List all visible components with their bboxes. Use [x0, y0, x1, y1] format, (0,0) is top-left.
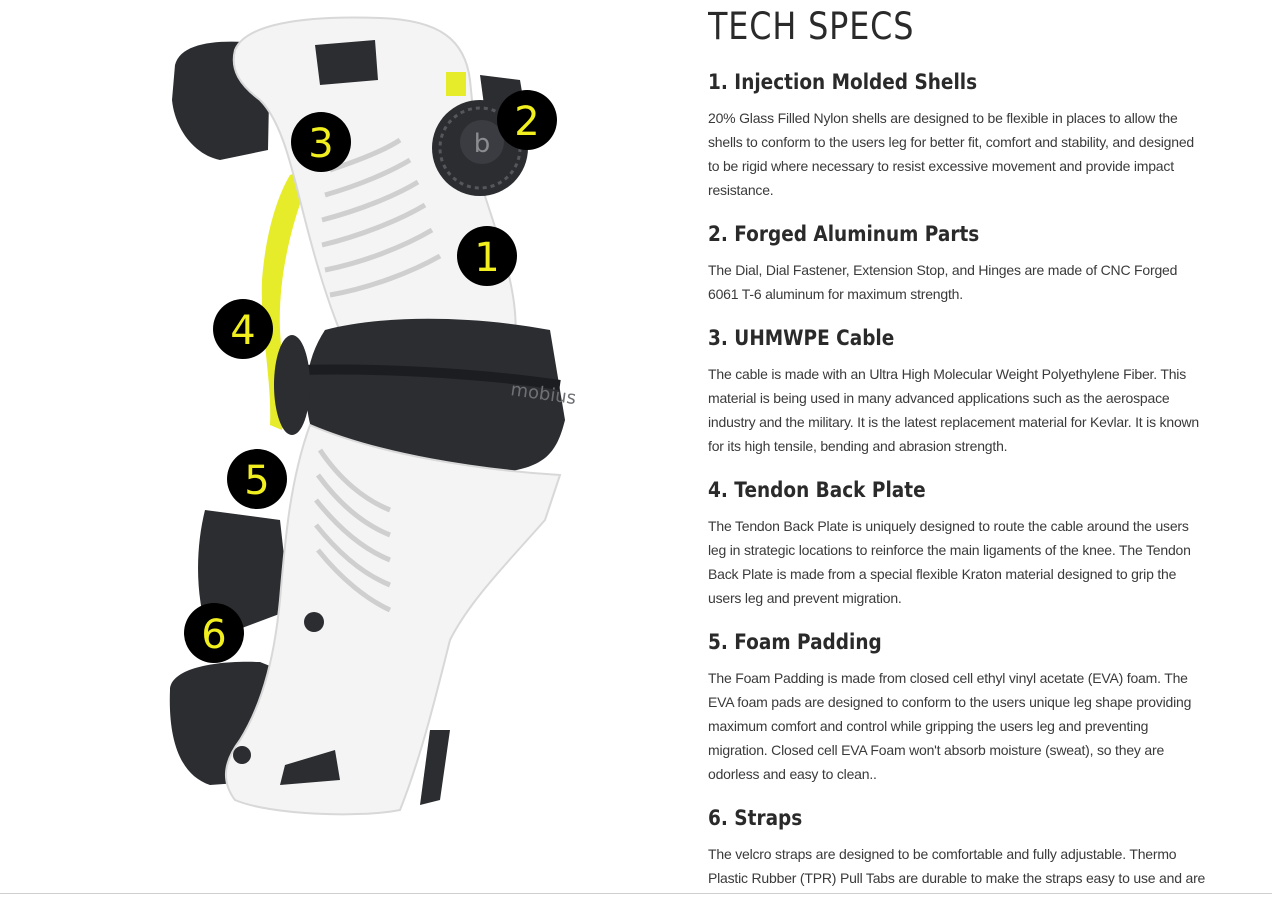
rear-bottom-strap	[420, 730, 450, 805]
marker-1-label: 1	[474, 235, 499, 281]
spec-heading: 6. Straps	[708, 806, 803, 830]
tendon-back-plate	[261, 173, 307, 431]
spec-body: The Dial, Dial Fastener, Extension Stop,…	[708, 262, 1178, 302]
spec-heading: 5. Foam Padding	[708, 630, 882, 654]
knee-liner	[306, 318, 565, 476]
marker-2-label: 2	[514, 99, 539, 145]
marker-5[interactable]: 5	[227, 449, 287, 509]
marker-4-label: 4	[230, 308, 255, 354]
spec-item-shells: 1. Injection Molded Shells 20% Glass Fil…	[708, 68, 1208, 202]
marker-4[interactable]: 4	[213, 299, 273, 359]
spec-body: The cable is made with an Ultra High Mol…	[708, 366, 1200, 454]
spec-body: The Foam Padding is made from closed cel…	[708, 670, 1192, 782]
lower-shell-window	[280, 750, 340, 785]
marker-2[interactable]: 2	[497, 90, 557, 150]
dial-brand-mark: b	[474, 129, 491, 159]
spec-item-straps: 6. Straps The velcro straps are designed…	[708, 804, 1208, 893]
upper-shell-window	[315, 40, 378, 85]
marker-6-label: 6	[201, 612, 226, 658]
marker-1[interactable]: 1	[457, 226, 517, 286]
marker-6[interactable]: 6	[184, 603, 244, 663]
marker-5-label: 5	[244, 458, 269, 504]
extension-stop-tab	[446, 72, 466, 96]
knee-brace-illustration: b mobius 1 2	[169, 16, 577, 816]
spec-heading: 3. UHMWPE Cable	[708, 326, 895, 350]
marker-3[interactable]: 3	[291, 112, 351, 172]
spec-body: The velcro straps are designed to be com…	[708, 846, 1206, 886]
spec-item-back-plate: 4. Tendon Back Plate The Tendon Back Pla…	[708, 476, 1208, 610]
page-title: TECH SPECS	[708, 5, 915, 48]
spec-item-cable: 3. UHMWPE Cable The cable is made with a…	[708, 324, 1208, 458]
upper-shell-ribs	[321, 137, 442, 298]
bottom-divider	[0, 893, 1272, 894]
lower-shell-ribs	[314, 448, 392, 613]
spec-heading: 1. Injection Molded Shells	[708, 70, 978, 94]
knee-brace-image: b mobius 1 2	[150, 0, 590, 830]
lower-rivet	[304, 612, 324, 632]
spec-heading: 2. Forged Aluminum Parts	[708, 222, 980, 246]
spec-heading: 4. Tendon Back Plate	[708, 478, 926, 502]
knee-cable	[299, 364, 561, 390]
spec-item-foam: 5. Foam Padding The Foam Padding is made…	[708, 628, 1208, 786]
spec-body: 20% Glass Filled Nylon shells are design…	[708, 110, 1195, 198]
tech-specs-section: TECH SPECS 1. Injection Molded Shells 20…	[708, 0, 1208, 893]
hinge-cap	[274, 335, 310, 435]
bottom-rivet	[233, 746, 251, 764]
upper-shell	[232, 16, 517, 357]
lower-shell	[224, 423, 562, 816]
spec-item-aluminum: 2. Forged Aluminum Parts The Dial, Dial …	[708, 220, 1208, 306]
marker-3-label: 3	[308, 121, 333, 167]
spec-body: The Tendon Back Plate is uniquely design…	[708, 518, 1191, 606]
